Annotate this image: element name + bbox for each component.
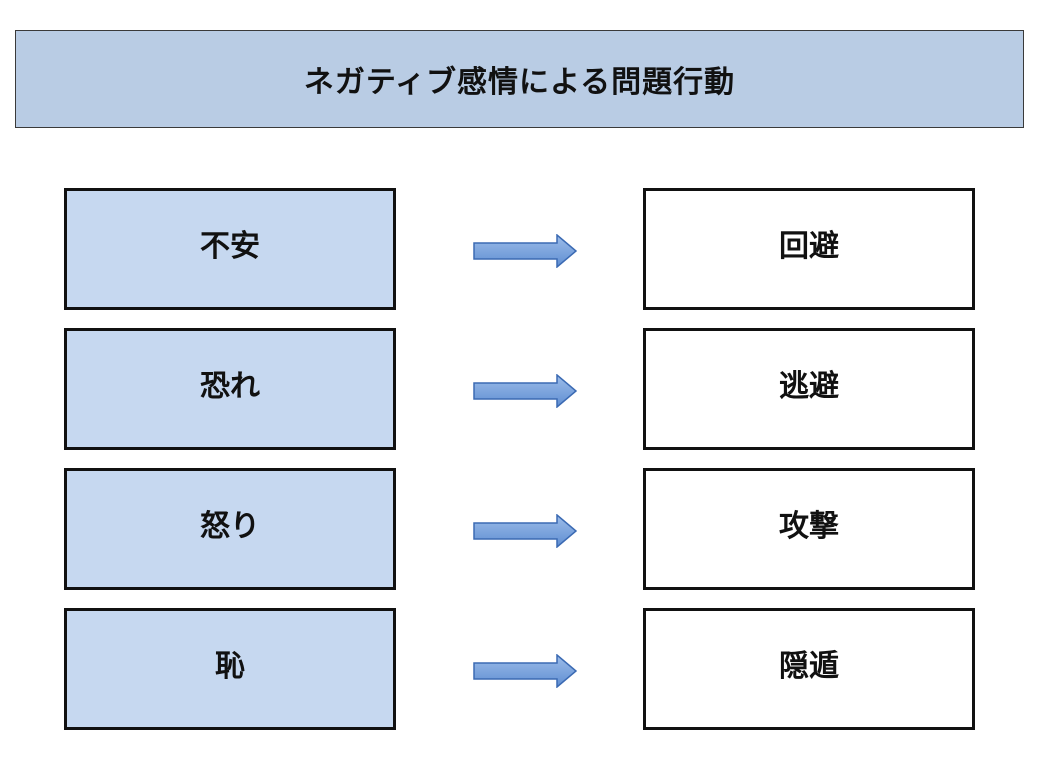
behavior-box-avoidance: 回避 (643, 188, 975, 310)
emotion-box-shame: 恥 (64, 608, 396, 730)
right-arrow-icon (473, 374, 577, 408)
emotion-box-anger: 怒り (64, 468, 396, 590)
mapping-row-3: 怒り 攻撃 (0, 468, 1040, 590)
behavior-label: 逃避 (779, 369, 839, 404)
right-arrow-icon (473, 514, 577, 548)
emotion-label: 怒り (200, 509, 260, 544)
right-arrow-icon (473, 654, 577, 688)
behavior-label: 隠遁 (779, 649, 839, 684)
emotion-label: 恥 (215, 649, 245, 684)
diagram-title: ネガティブ感情による問題行動 (303, 65, 736, 100)
behavior-box-escape: 逃避 (643, 328, 975, 450)
behavior-box-attack: 攻撃 (643, 468, 975, 590)
emotion-box-fear: 恐れ (64, 328, 396, 450)
emotion-label: 恐れ (200, 369, 260, 404)
behavior-label: 回避 (779, 229, 839, 264)
behavior-box-seclusion: 隠遁 (643, 608, 975, 730)
mapping-row-1: 不安 回避 (0, 188, 1040, 310)
emotion-label: 不安 (200, 229, 260, 264)
mapping-row-4: 恥 隠遁 (0, 608, 1040, 730)
title-box: ネガティブ感情による問題行動 (15, 30, 1024, 128)
mapping-row-2: 恐れ 逃避 (0, 328, 1040, 450)
right-arrow-icon (473, 234, 577, 268)
behavior-label: 攻撃 (779, 509, 839, 544)
emotion-box-anxiety: 不安 (64, 188, 396, 310)
